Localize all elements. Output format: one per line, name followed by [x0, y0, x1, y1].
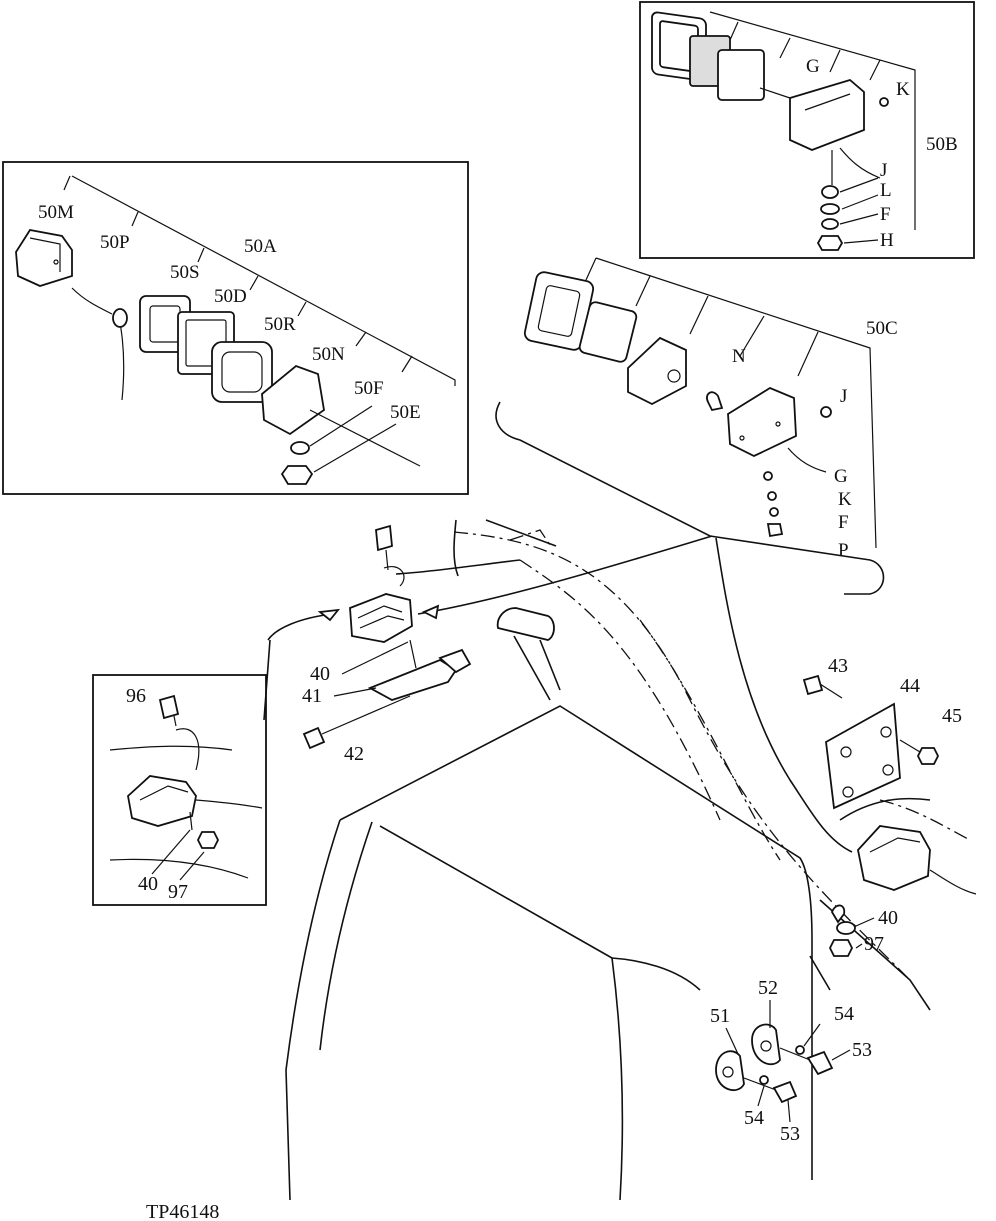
inset-50b-border — [639, 1, 975, 259]
callout-42-bolt: 42 — [344, 743, 364, 765]
inset-50b-lens — [651, 11, 765, 101]
lamp-right: 40 97 — [828, 825, 977, 957]
callout-50p: 50P — [100, 232, 130, 253]
callout-50b-h: H — [880, 230, 894, 251]
callout-50b-l: L — [880, 180, 892, 201]
callout-50c-k: K — [838, 489, 852, 510]
part-50n-housing — [261, 364, 325, 436]
machine-outline — [285, 519, 971, 1201]
callout-50b-assembly: 50B — [926, 134, 958, 155]
inset-50b-hardware — [816, 177, 879, 251]
callout-50r: 50R — [264, 314, 296, 335]
callout-44: 44 — [900, 675, 920, 697]
figure-reference: TP46148 — [146, 1201, 219, 1221]
callout-45: 45 — [942, 705, 962, 727]
callout-50c-n: N — [732, 346, 746, 367]
callout-50b-g: G — [806, 56, 820, 77]
inset-50b: G K 50B J L F H — [639, 1, 975, 259]
part-50f-washer — [290, 441, 310, 455]
part-50c-housing — [627, 336, 687, 406]
callout-41-bracket: 41 — [302, 685, 322, 707]
callout-43: 43 — [828, 655, 848, 677]
callout-50n: 50N — [312, 344, 345, 365]
callout-97-right: 97 — [864, 933, 884, 955]
group-50c: 50C N J G K F P — [495, 257, 898, 595]
inset-50a-border — [2, 161, 469, 495]
callout-53-upper: 53 — [852, 1039, 872, 1061]
callout-52: 52 — [758, 977, 778, 999]
callout-40-right: 40 — [878, 907, 898, 929]
part-50e-nut — [280, 465, 314, 485]
callout-50s: 50S — [170, 262, 200, 283]
part-50r-gasket — [211, 341, 273, 403]
callout-50b-j: J — [880, 160, 887, 181]
callout-50c-j: J — [840, 386, 847, 407]
callout-40-inset: 40 — [138, 873, 158, 895]
inset-50a: 50M 50P 50S 50A 50D 50R 50N 50F 50E — [2, 161, 469, 495]
mounting-plate: 43 44 45 — [802, 655, 962, 810]
callout-54-upper: 54 — [834, 1003, 854, 1025]
inset-lower-left: 96 40 97 — [92, 674, 267, 906]
callout-40-bracket: 40 — [310, 663, 330, 685]
inset-50b-lamp-body — [759, 78, 889, 185]
part-50c-lamp-body — [727, 386, 797, 458]
callout-50c-assembly: 50C — [866, 318, 898, 339]
part-50m-lamp — [15, 229, 73, 287]
callout-50a-assembly: 50A — [244, 236, 277, 257]
callout-96: 96 — [126, 685, 146, 707]
callout-50b-k: K — [896, 79, 910, 100]
lamp-mount-main: 40 41 42 — [263, 524, 713, 765]
callout-50c-p: P — [838, 540, 849, 561]
callout-54-lower: 54 — [744, 1107, 764, 1129]
callout-50b-f: F — [880, 204, 891, 225]
callout-50c-g: G — [834, 466, 848, 487]
callout-53-lower: 53 — [780, 1123, 800, 1145]
part-50c-bulb — [706, 391, 724, 412]
callout-51: 51 — [710, 1005, 730, 1027]
callout-97-inset: 97 — [168, 881, 188, 903]
part-50p-wire — [71, 287, 125, 401]
callout-50d: 50D — [214, 286, 247, 307]
inset-lower-left-border — [92, 674, 267, 906]
callout-50e: 50E — [390, 402, 421, 423]
callout-50c-f: F — [838, 512, 849, 533]
part-50c-lens — [578, 301, 638, 363]
callout-50f: 50F — [354, 378, 384, 399]
mirror-brackets: 51 52 54 53 54 53 — [710, 977, 872, 1145]
callout-50m: 50M — [38, 202, 74, 223]
